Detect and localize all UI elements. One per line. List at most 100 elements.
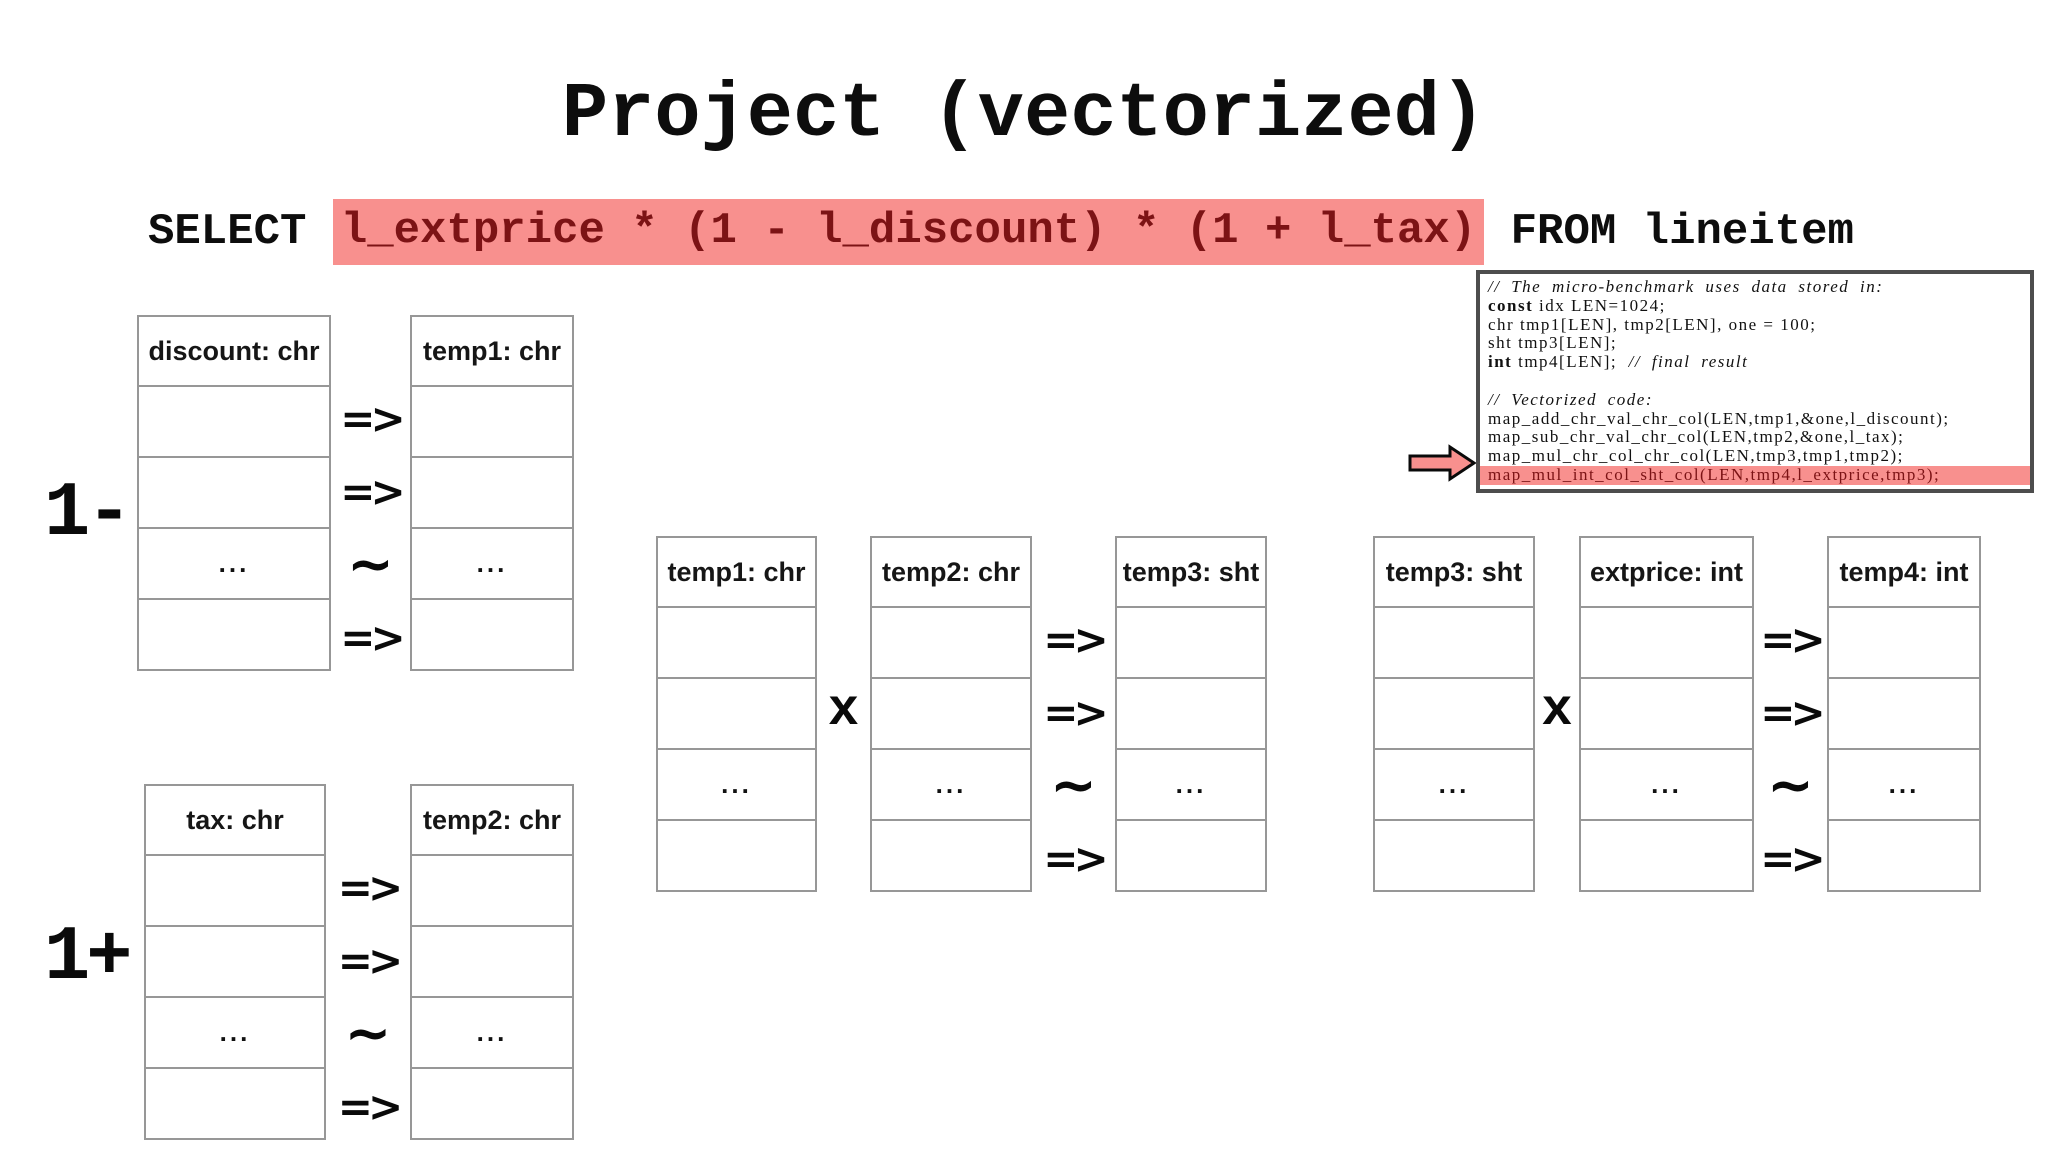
table-cell: [658, 606, 815, 677]
maps-to-icon: =>: [1043, 615, 1108, 664]
multiply-icon: x: [827, 681, 860, 740]
code-call-map-mul-2-highlighted: map_mul_int_col_sht_col(LEN,tmp4,l_extpr…: [1480, 465, 2030, 485]
table-cell: [412, 385, 572, 456]
column-header: temp2: chr: [881, 556, 1021, 587]
table-cell-ellipsis: ...: [146, 996, 324, 1067]
multiply-icon: x: [1541, 681, 1573, 740]
table-cell: [412, 456, 572, 527]
column-table-temp3-mid: temp3: sht ...: [1115, 536, 1267, 892]
table-cell: [139, 456, 329, 527]
table-cell: [872, 677, 1030, 748]
code-blank-line: [1488, 372, 2022, 391]
column-header: tax: chr: [186, 804, 284, 835]
maps-to-icon: =>: [1760, 834, 1825, 883]
code-pointer-arrow-icon: [1408, 444, 1478, 487]
table-cell: [1375, 677, 1533, 748]
maps-to-icon: =>: [340, 394, 405, 443]
table-cell: [412, 1067, 572, 1138]
table-cell: [412, 598, 572, 669]
column-header: temp3: sht: [1122, 556, 1260, 587]
column-table-temp2-mid: temp2: chr ...: [870, 536, 1032, 892]
table-cell: [146, 925, 324, 996]
table-cell-ellipsis: ...: [1375, 748, 1533, 819]
maps-to-icon: =>: [340, 467, 405, 516]
op-column-d: => => ~ =>: [1754, 605, 1827, 897]
table-cell-ellipsis: ...: [1581, 748, 1752, 819]
table-cell: [872, 606, 1030, 677]
table-cell: [872, 819, 1030, 890]
code-call-map-add: map_add_chr_val_chr_col(LEN,tmp1,&one,l_…: [1488, 408, 1950, 428]
column-header: temp2: chr: [422, 804, 562, 835]
sql-select-keyword: SELECT: [148, 207, 333, 257]
maps-to-icon: =>: [337, 863, 403, 912]
maps-to-icon: =>: [1760, 688, 1825, 737]
code-comment-vectorized: // Vectorized code:: [1488, 389, 1654, 409]
page-title: Project (vectorized): [561, 72, 1487, 159]
sql-query: SELECT l_extprice * (1 - l_discount) * (…: [148, 199, 1854, 265]
table-cell-ellipsis: ...: [412, 996, 572, 1067]
column-table-temp1-left: temp1: chr ...: [410, 315, 574, 671]
table-cell-ellipsis: ...: [139, 527, 329, 598]
table-cell: [1581, 677, 1752, 748]
op-column-b: => => ~ =>: [326, 853, 410, 1145]
table-cell: [1117, 677, 1265, 748]
table-cell: [139, 385, 329, 456]
table-cell-ellipsis: ...: [872, 748, 1030, 819]
code-decl-int: int tmp4[LEN]; // final result: [1488, 352, 2022, 372]
tilde-icon: ~: [344, 1001, 392, 1066]
tilde-icon: ~: [1050, 753, 1097, 818]
column-header: temp4: int: [1839, 556, 1969, 587]
table-cell: [1117, 606, 1265, 677]
label-one-plus: 1+: [44, 915, 132, 1002]
code-decl-chr: chr tmp1[LEN], tmp2[LEN], one = 100;: [1488, 314, 1817, 334]
tilde-icon: ~: [347, 532, 394, 597]
table-cell: [1829, 819, 1979, 890]
column-header: discount: chr: [148, 335, 320, 366]
table-cell: [1117, 819, 1265, 890]
sql-highlighted-expression: l_extprice * (1 - l_discount) * (1 + l_t…: [332, 199, 1485, 265]
label-one-minus: 1-: [44, 471, 132, 558]
code-panel: // The micro-benchmark uses data stored …: [1476, 270, 2034, 493]
table-cell: [1581, 819, 1752, 890]
sql-from-clause: FROM lineitem: [1484, 207, 1854, 257]
table-cell: [146, 1067, 324, 1138]
maps-to-icon: =>: [1043, 834, 1108, 883]
table-cell: [1829, 677, 1979, 748]
column-header: temp1: chr: [422, 335, 562, 366]
column-table-temp2-left: temp2: chr ...: [410, 784, 574, 1140]
table-cell-ellipsis: ...: [412, 527, 572, 598]
maps-to-icon: =>: [1760, 615, 1825, 664]
column-table-extprice: extprice: int ...: [1579, 536, 1754, 892]
column-header: temp1: chr: [667, 556, 806, 587]
code-decl-const-rest: idx LEN=1024;: [1533, 295, 1666, 315]
op-column-c: => => ~ =>: [1032, 605, 1115, 897]
code-call-map-sub: map_sub_chr_val_chr_col(LEN,tmp2,&one,l_…: [1488, 427, 1905, 447]
table-cell: [146, 854, 324, 925]
column-table-temp4: temp4: int ...: [1827, 536, 1981, 892]
column-table-temp1-mid: temp1: chr ...: [656, 536, 817, 892]
column-header: temp3: sht: [1385, 556, 1523, 587]
table-cell: [139, 598, 329, 669]
code-comment-final-result: // final result: [1628, 352, 1749, 372]
column-table-temp3-right: temp3: sht ...: [1373, 536, 1535, 892]
code-decl-sht: sht tmp3[LEN];: [1488, 333, 1618, 353]
maps-to-icon: =>: [1043, 688, 1108, 737]
table-cell-ellipsis: ...: [1117, 748, 1265, 819]
code-keyword-const: const: [1488, 295, 1534, 315]
code-keyword-int: int: [1488, 352, 1513, 372]
column-table-tax: tax: chr ...: [144, 784, 326, 1140]
table-cell: [412, 925, 572, 996]
maps-to-icon: =>: [337, 1082, 403, 1131]
table-cell-ellipsis: ...: [658, 748, 815, 819]
maps-to-icon: =>: [340, 613, 405, 662]
column-table-discount: discount: chr ...: [137, 315, 331, 671]
code-decl-const: const idx LEN=1024;: [1488, 295, 2022, 316]
column-header: extprice: int: [1589, 556, 1744, 587]
code-call-map-mul-1: map_mul_chr_col_chr_col(LEN,tmp3,tmp1,tm…: [1488, 446, 1904, 466]
table-cell: [1581, 606, 1752, 677]
op-column-a: => => ~ =>: [331, 384, 410, 676]
maps-to-icon: =>: [337, 936, 403, 985]
code-comment-storage: // The micro-benchmark uses data stored …: [1488, 277, 1884, 296]
tilde-icon: ~: [1767, 753, 1814, 818]
